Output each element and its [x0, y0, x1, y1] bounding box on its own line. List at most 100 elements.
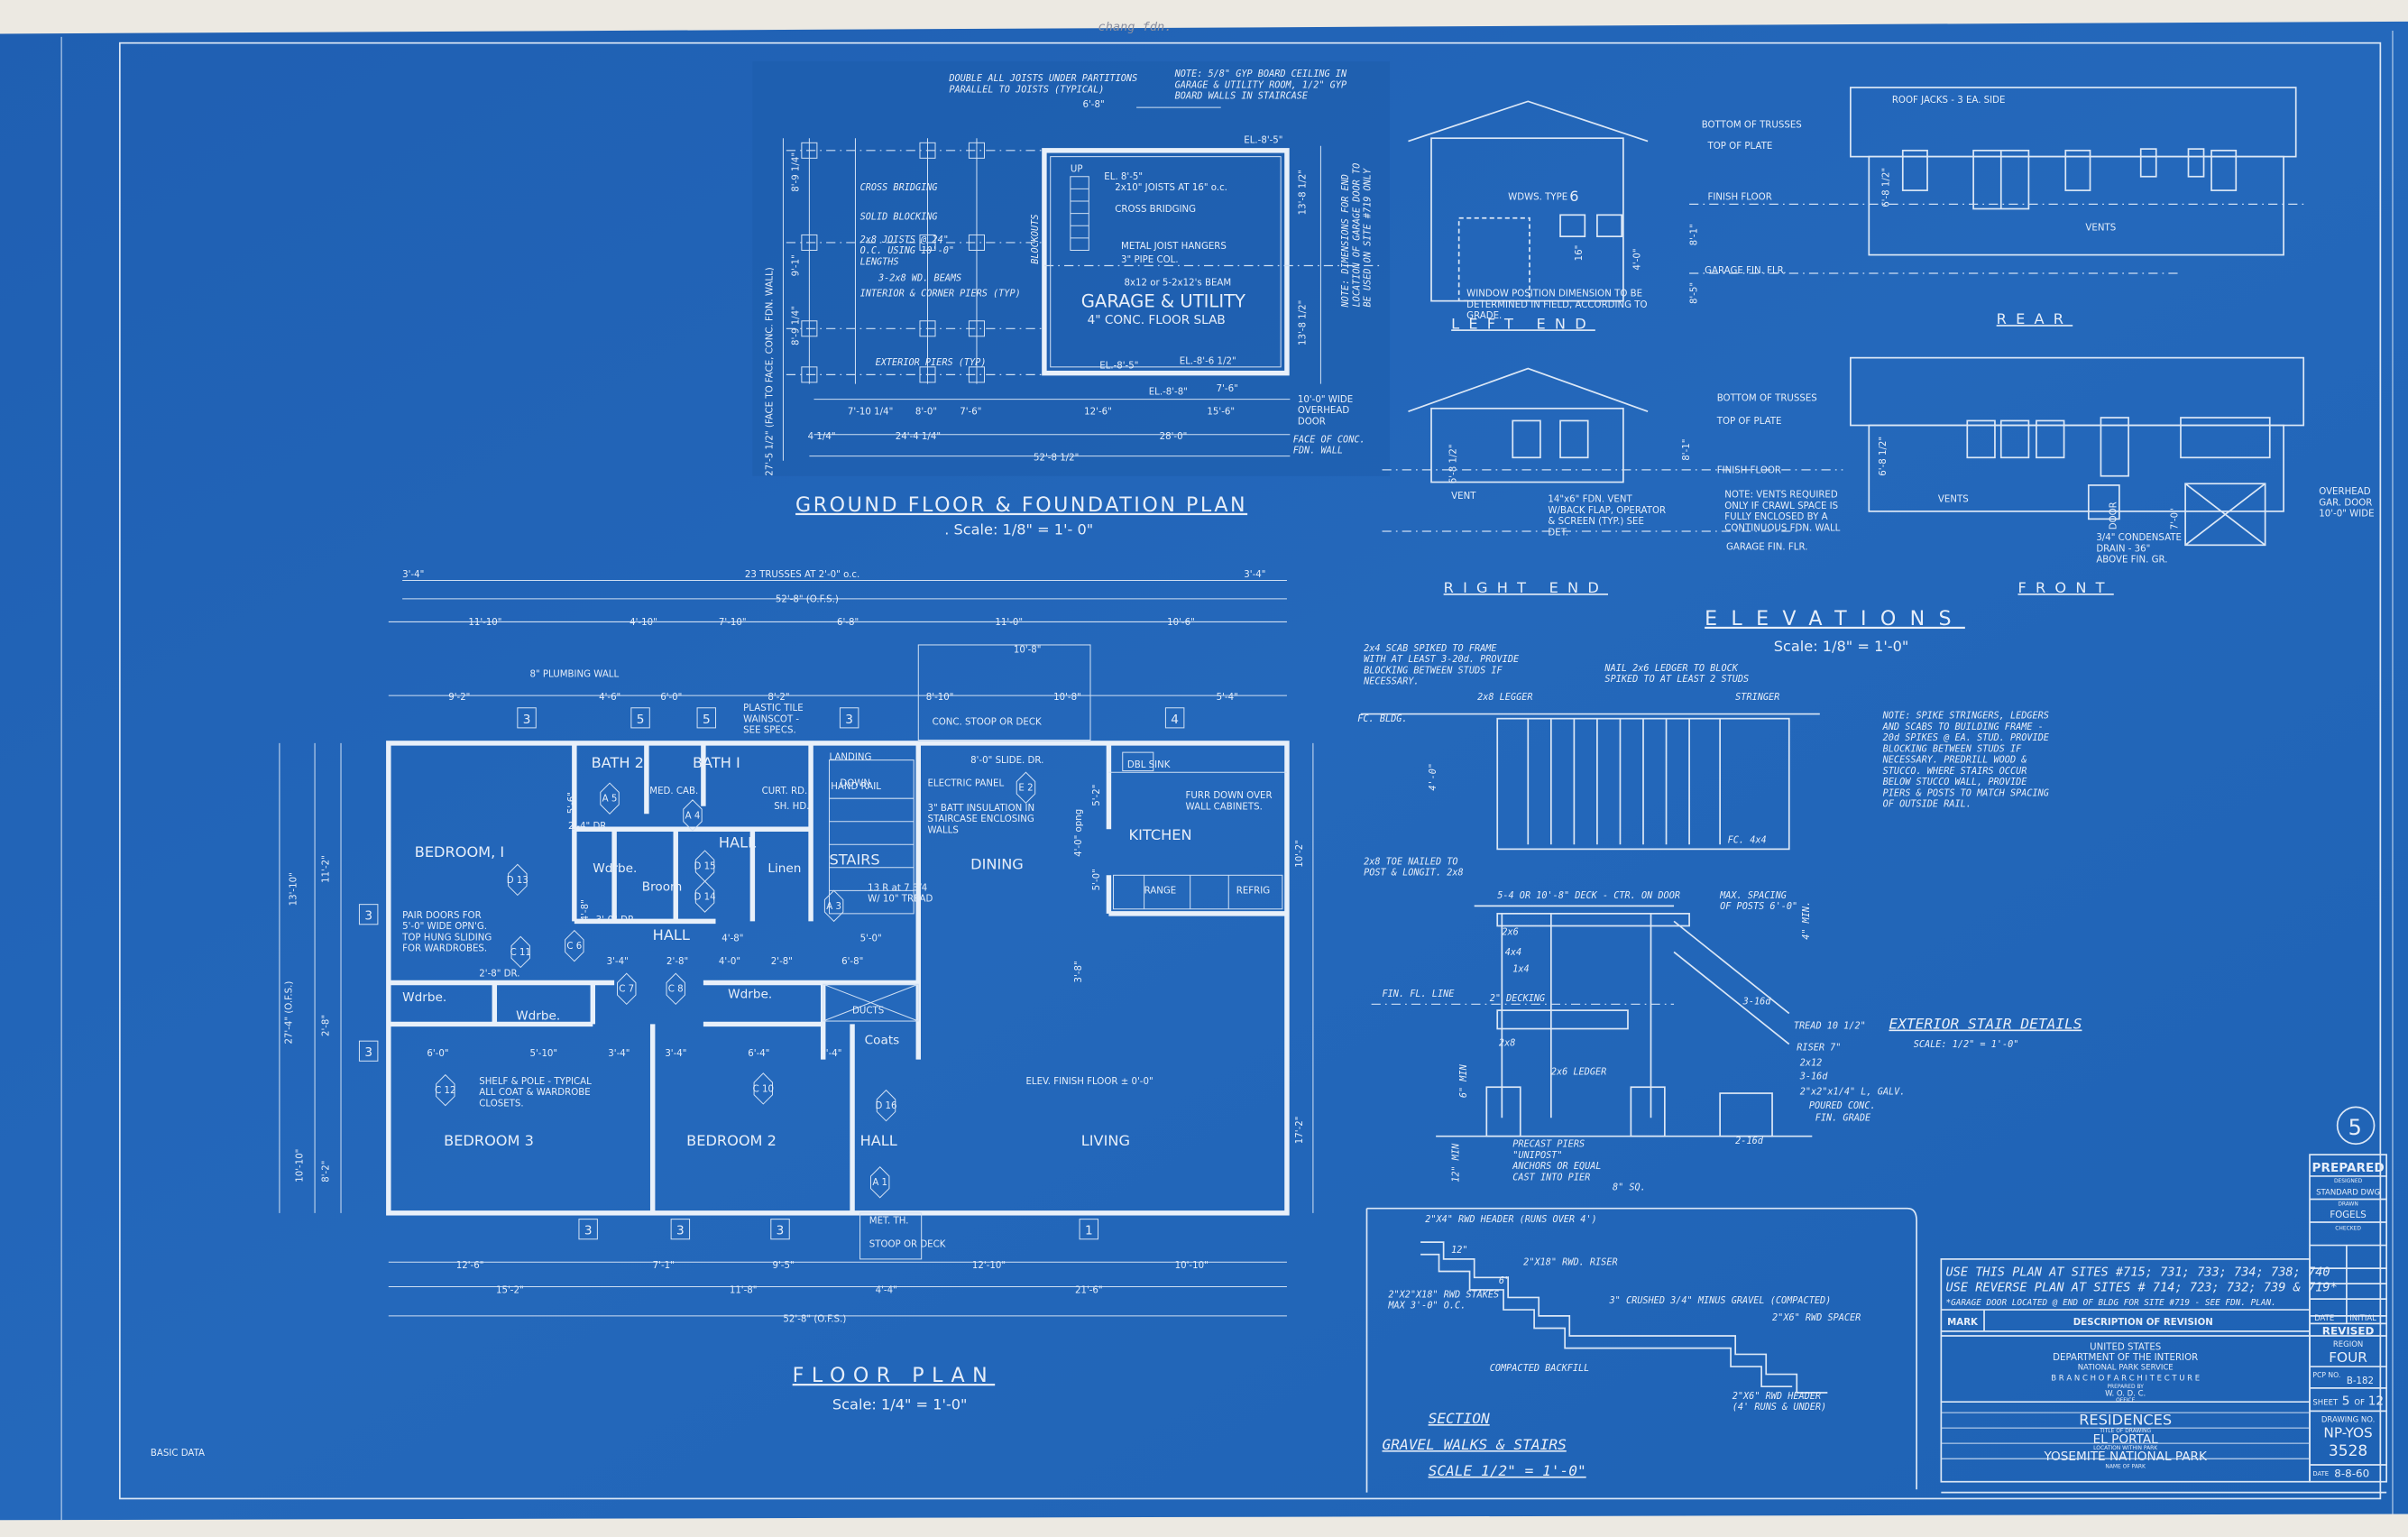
room-label-coats: Coats — [865, 1034, 900, 1048]
floor-plan-note: CURT. RD. — [762, 787, 808, 796]
window-mark: 1 — [1085, 1224, 1093, 1238]
elevation-note: ROOF JACKS - 3 EA. SIDE — [1892, 96, 2006, 106]
door-tag: D 16 — [875, 1101, 896, 1111]
dimension-label: 3'-4" — [665, 1049, 686, 1059]
door-tag: C 11 — [510, 948, 531, 958]
stair-detail-label: 3-16d — [1799, 1072, 1829, 1082]
dimension-label: 23 TRUSSES AT 2'-0" o.c. — [745, 570, 859, 580]
gf-note-pipe-col: 3" PIPE COL. — [1121, 255, 1179, 265]
door-tag: C 8 — [668, 985, 684, 995]
agency-line-2: DEPARTMENT OF THE INTERIOR — [2053, 1353, 2198, 1363]
room-label-kitchen: KITCHEN — [1129, 826, 1192, 843]
window-mark-box — [358, 904, 379, 925]
prepared-header: PREPARED — [2312, 1161, 2385, 1175]
elevation-dimension: 16" — [1575, 245, 1585, 262]
pcp-value: B-182 — [2347, 1376, 2374, 1386]
section-subtitle: GRAVEL WALKS & STAIRS — [1383, 1436, 1567, 1453]
floor-plan-note: 2'-4" DR. — [568, 822, 609, 832]
room-label-wdrbe2: Wdrbe. — [402, 990, 446, 1005]
sheet-border — [60, 31, 2394, 1521]
dimension-label: 4'-0" — [719, 957, 740, 967]
gf-note-solid-blocking: SOLID BLOCKING — [860, 212, 938, 222]
window-mark: 3 — [364, 909, 372, 924]
date-header: DATE — [2314, 1314, 2334, 1323]
door-tag-hexagon — [666, 972, 685, 1006]
vertical-dimension-label: 3'-8" — [1074, 961, 1084, 982]
elevation-dimension: 8'-1" — [1690, 224, 1700, 245]
stair-detail-label: RISER 7" — [1797, 1043, 1841, 1053]
gf-dimension-label: 8'-9 1/4" — [791, 306, 801, 345]
sheet-label: SHEET — [2312, 1399, 2339, 1408]
blueprint-field — [0, 21, 2408, 1521]
stair-details-scale: SCALE: 1/2" = 1'-0" — [1914, 1040, 2019, 1050]
room-label-met-th: MET. TH. — [869, 1217, 909, 1227]
elevation-dimension: 8'-5" — [1690, 282, 1700, 304]
floor-plan-note: 2'-8" DR. — [479, 970, 519, 980]
floor-plan-note: HAND RAIL — [831, 782, 881, 792]
dimension-label: 3'-4" — [402, 570, 424, 580]
room-label-dbl-sink: DBL SINK — [1127, 760, 1171, 770]
dimension-label: 7'-1" — [653, 1261, 675, 1271]
floor-plan-note: ELECTRIC PANEL — [927, 779, 1004, 789]
door-tag: A 1 — [872, 1178, 887, 1188]
gf-note-exterior-piers: EXTERIOR PIERS (TYP) — [876, 358, 987, 368]
dimension-label: 6'-0" — [427, 1049, 448, 1059]
window-mark-box — [696, 707, 717, 729]
gf-dimension-label: 9'-1" — [791, 254, 801, 276]
drawing-title: RESIDENCES — [2079, 1412, 2172, 1429]
room-label-refrig: REFRIG — [1236, 887, 1271, 897]
stair-detail-label: 4x4 — [1505, 948, 1521, 958]
gf-dimension-label: 6'-8" — [1082, 100, 1104, 110]
agency-line-3: NATIONAL PARK SERVICE — [2078, 1363, 2174, 1372]
gf-note-hangers: METAL JOIST HANGERS — [1121, 242, 1227, 252]
dimension-label: 5'-0" — [860, 934, 882, 944]
dimension-label: 10'-8" — [1053, 693, 1081, 703]
pcp-label: PCP NO. — [2312, 1371, 2340, 1379]
window-mark: 3 — [364, 1045, 372, 1060]
dimension-label: 4'-8" — [721, 934, 743, 944]
room-label-ducts: DUCTS — [852, 1007, 884, 1017]
elevation-dimension: 8'-1" — [1682, 439, 1692, 461]
gf-dimension-label: 13'-8 1/2" — [1298, 300, 1308, 345]
gf-note-face-conc: FACE OF CONC.FDN. WALL — [1293, 435, 1365, 456]
gf-dimension-label: 15'-6" — [1207, 408, 1235, 418]
door-tag-hexagon — [436, 1073, 455, 1107]
room-label-stoop: STOOP OR DECK — [869, 1239, 946, 1249]
stair-detail-label: 2x8 LEGGER — [1477, 693, 1532, 703]
park-caption: NAME OF PARK — [2105, 1463, 2146, 1469]
elevation-note: 6 — [1569, 188, 1578, 205]
revision-note-2: USE REVERSE PLAN AT SITES # 714; 723; 73… — [1945, 1281, 2337, 1295]
agency-line-5: PREPARED BY — [2107, 1384, 2144, 1390]
region-caption: REGION — [2333, 1340, 2363, 1349]
dimension-label: 6'-8" — [841, 957, 863, 967]
elevation-note: DOOR — [2109, 502, 2118, 529]
elevation-level-label: BOTTOM OF TRUSSES — [1717, 393, 1817, 403]
room-label-wdrbe3: Wdrbe. — [516, 1008, 560, 1023]
room-label-wdrbe1: Wdrbe. — [593, 861, 637, 876]
dimension-label: 6'-0" — [660, 693, 682, 703]
elevation-dimension: 6'-8 1/2" — [1448, 444, 1458, 483]
window-mark-box — [670, 1219, 691, 1240]
drawn-caption: DRAWN — [2338, 1201, 2358, 1207]
door-tag-hexagon — [600, 782, 620, 815]
gf-note-cross-bridging: CROSS BRIDGING — [860, 183, 938, 193]
room-label-bath2: BATH 2 — [592, 754, 644, 771]
room-label-hall-mid: HALL — [653, 926, 690, 943]
sheet-number-circle: 5 — [2336, 1106, 2376, 1146]
title-block: USE THIS PLAN AT SITES #715; 731; 733; 7… — [1940, 1154, 2388, 1494]
dimension-label: 21'-6" — [1075, 1285, 1103, 1295]
door-tag: A 3 — [826, 902, 841, 912]
stair-detail-label: 2x8 — [1499, 1038, 1515, 1048]
dimension-label: 6'-4" — [748, 1049, 769, 1059]
gf-dimension-label: 7'-6" — [960, 408, 981, 418]
section-label: 3" CRUSHED 3/4" MINUS GRAVEL (COMPACTED) — [1609, 1296, 1832, 1306]
window-mark-box — [517, 707, 537, 729]
window-mark: 3 — [777, 1224, 785, 1238]
initial-header: INITIAL — [2349, 1314, 2376, 1323]
elevation-level-label: FINISH FLOOR — [1717, 465, 1781, 475]
view-title-right-end: RIGHT END — [1444, 579, 1608, 596]
